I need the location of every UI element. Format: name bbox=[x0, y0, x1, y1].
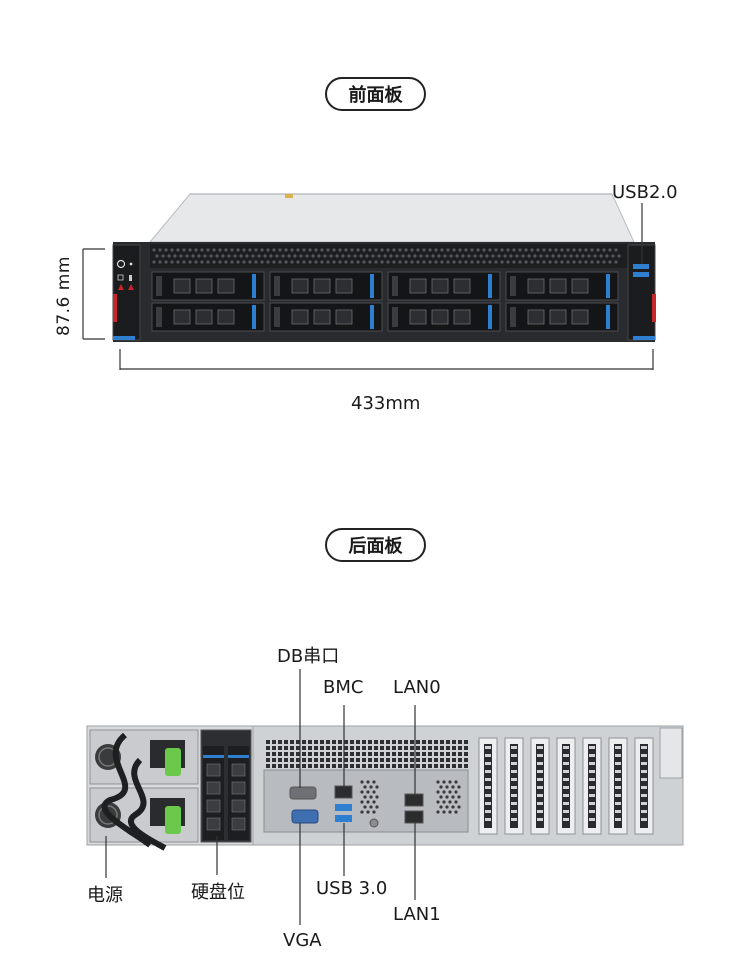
bmc-label: BMC bbox=[323, 677, 364, 698]
drive-bay[interactable] bbox=[269, 271, 383, 301]
front-drive-bays bbox=[151, 271, 619, 332]
drive-bay[interactable] bbox=[505, 302, 619, 332]
drive-bay[interactable] bbox=[387, 271, 501, 301]
power-connector[interactable] bbox=[165, 748, 181, 776]
usb2-port[interactable] bbox=[633, 264, 649, 269]
vga-port[interactable] bbox=[291, 809, 319, 824]
drive-bay[interactable] bbox=[387, 302, 501, 332]
usb2-label: USB2.0 bbox=[612, 182, 678, 203]
usb3-port[interactable] bbox=[335, 804, 352, 811]
lan1-port[interactable] bbox=[404, 810, 424, 824]
usb2-port[interactable] bbox=[633, 272, 649, 277]
power-connector[interactable] bbox=[165, 806, 181, 834]
rear-vent-holes bbox=[266, 740, 468, 768]
power-supply-label: 电源 bbox=[87, 885, 123, 906]
drive-bay[interactable] bbox=[151, 271, 265, 301]
expansion-slot[interactable] bbox=[556, 737, 576, 835]
serial-port[interactable] bbox=[289, 786, 317, 800]
usb3-label: USB 3.0 bbox=[316, 878, 388, 899]
vga-label: VGA bbox=[283, 930, 322, 951]
height-dimension-label: 87.6 mm bbox=[54, 256, 74, 336]
front-panel-title: 前面板 bbox=[325, 77, 426, 111]
drive-bay-label: 硬盘位 bbox=[191, 882, 245, 903]
drive-bay[interactable] bbox=[505, 271, 619, 301]
drive-bay[interactable] bbox=[269, 302, 383, 332]
left-rack-ear bbox=[112, 244, 141, 341]
expansion-slots bbox=[478, 737, 654, 835]
lan1-label: LAN1 bbox=[393, 904, 441, 925]
serial-port-label: DB串口 bbox=[277, 646, 340, 667]
front-vent-holes bbox=[152, 248, 621, 264]
usb3-port[interactable] bbox=[335, 815, 352, 822]
lan0-port[interactable] bbox=[404, 793, 424, 807]
rear-panel-title: 后面板 bbox=[325, 528, 426, 562]
expansion-slot[interactable] bbox=[530, 737, 550, 835]
drive-bay[interactable] bbox=[151, 302, 265, 332]
expansion-slot[interactable] bbox=[582, 737, 602, 835]
lan0-label: LAN0 bbox=[393, 677, 441, 698]
expansion-slot[interactable] bbox=[478, 737, 498, 835]
expansion-slot[interactable] bbox=[608, 737, 628, 835]
power-button-icon[interactable] bbox=[116, 259, 126, 269]
expansion-slot[interactable] bbox=[504, 737, 524, 835]
width-dimension-label: 433mm bbox=[351, 393, 421, 414]
expansion-slot[interactable] bbox=[634, 737, 654, 835]
